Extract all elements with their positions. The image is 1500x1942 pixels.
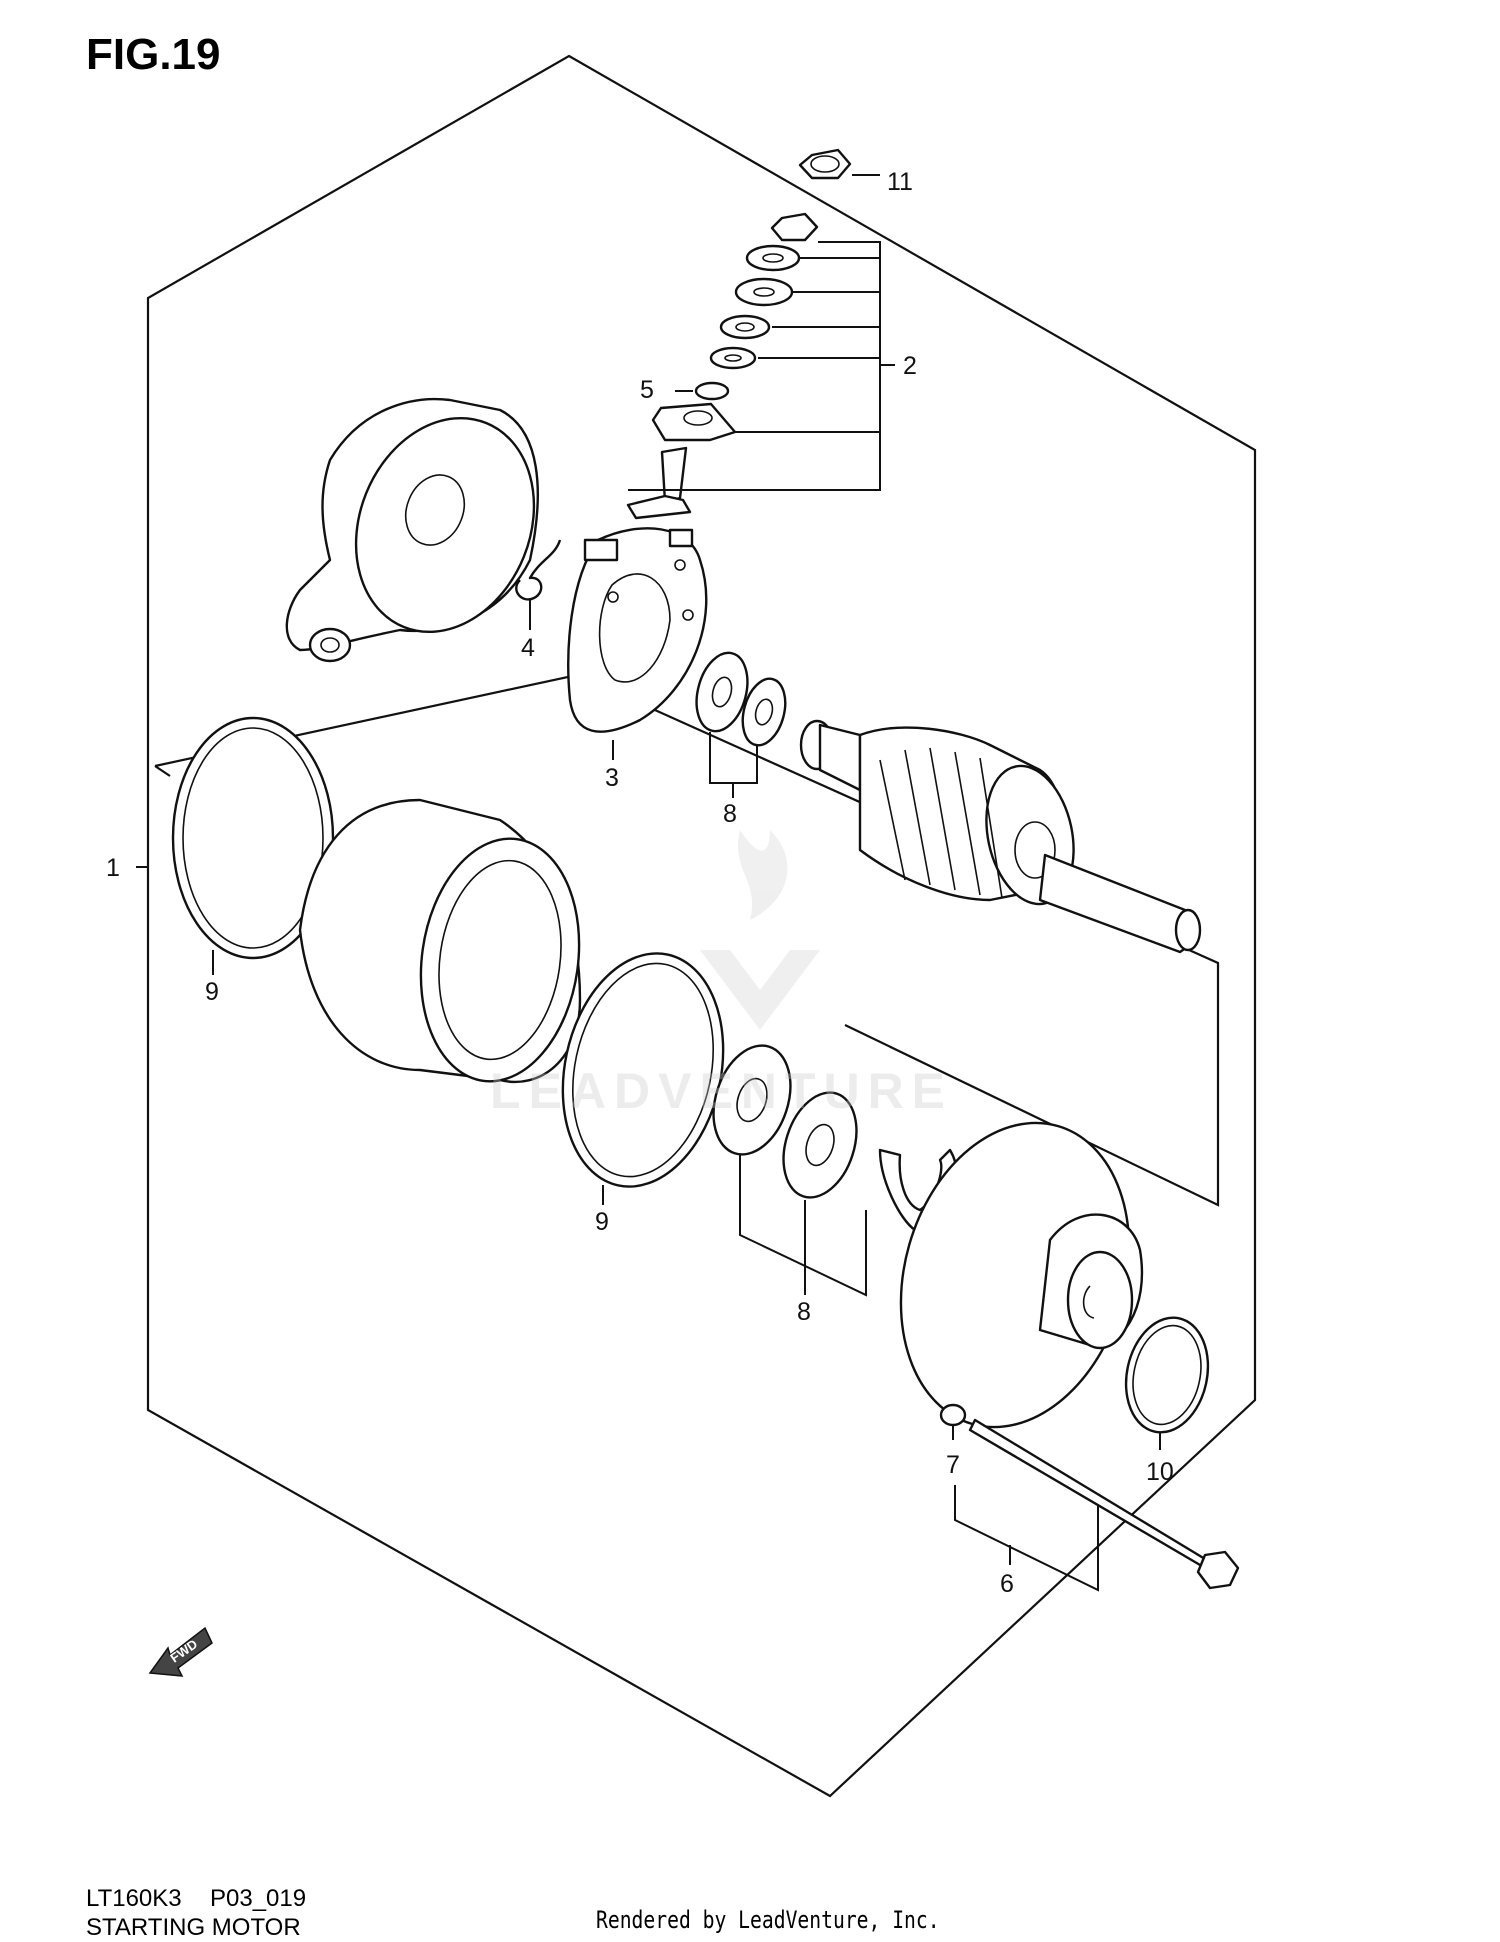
callout-7: 7 — [946, 1451, 960, 1479]
rear-end-cover — [285, 397, 539, 663]
callout-8-lower: 8 — [797, 1298, 811, 1326]
part-1-group-bracket — [154, 673, 1220, 1207]
callout-labels: 11 2 5 4 3 8 1 9 9 8 7 10 6 — [106, 168, 1174, 1598]
part-7-washer — [939, 1403, 967, 1427]
part-11-nut — [798, 148, 852, 180]
part-9-o-ring-upper — [171, 716, 335, 960]
part-8-thrust-washers-upper — [695, 651, 787, 747]
callout-8-upper: 8 — [723, 800, 737, 828]
diagram-name: STARTING MOTOR — [86, 1914, 301, 1941]
callout-9-lower: 9 — [595, 1208, 609, 1236]
figure-title: FIG.19 — [86, 30, 221, 79]
assembly-boundary — [146, 54, 1257, 1798]
callout-2: 2 — [903, 352, 917, 380]
watermark-logo-icon — [700, 830, 820, 1030]
callout-1: 1 — [106, 854, 120, 882]
callout-5: 5 — [640, 376, 654, 404]
watermark-text: LEADVENTURE — [490, 1063, 954, 1119]
part-6-through-bolt — [968, 1418, 1240, 1590]
fwd-arrow-icon: FWD — [148, 1626, 213, 1677]
callout-9-upper: 9 — [205, 978, 219, 1006]
part-3-brush-holder — [567, 527, 708, 733]
part-8-thrust-washers-lower — [712, 1044, 858, 1199]
callout-3: 3 — [605, 764, 619, 792]
render-credit: Rendered by LeadVenture, Inc. — [596, 1906, 940, 1934]
part-5-washer — [694, 381, 730, 401]
part-10-o-ring — [1124, 1316, 1210, 1434]
callout-10: 10 — [1146, 1458, 1174, 1486]
callout-4: 4 — [521, 634, 535, 662]
callout-11: 11 — [887, 168, 913, 196]
part-4-brush-spring — [515, 539, 562, 601]
part-2-terminal-hardware — [626, 212, 819, 520]
callout-6: 6 — [1000, 1570, 1014, 1598]
reference-code: P03_019 — [210, 1885, 307, 1912]
yoke-housing — [298, 798, 582, 1084]
front-housing — [899, 1121, 1144, 1429]
armature — [799, 719, 1202, 954]
leader-lines — [136, 174, 1161, 1592]
model-code: LT160K3 — [86, 1885, 182, 1912]
